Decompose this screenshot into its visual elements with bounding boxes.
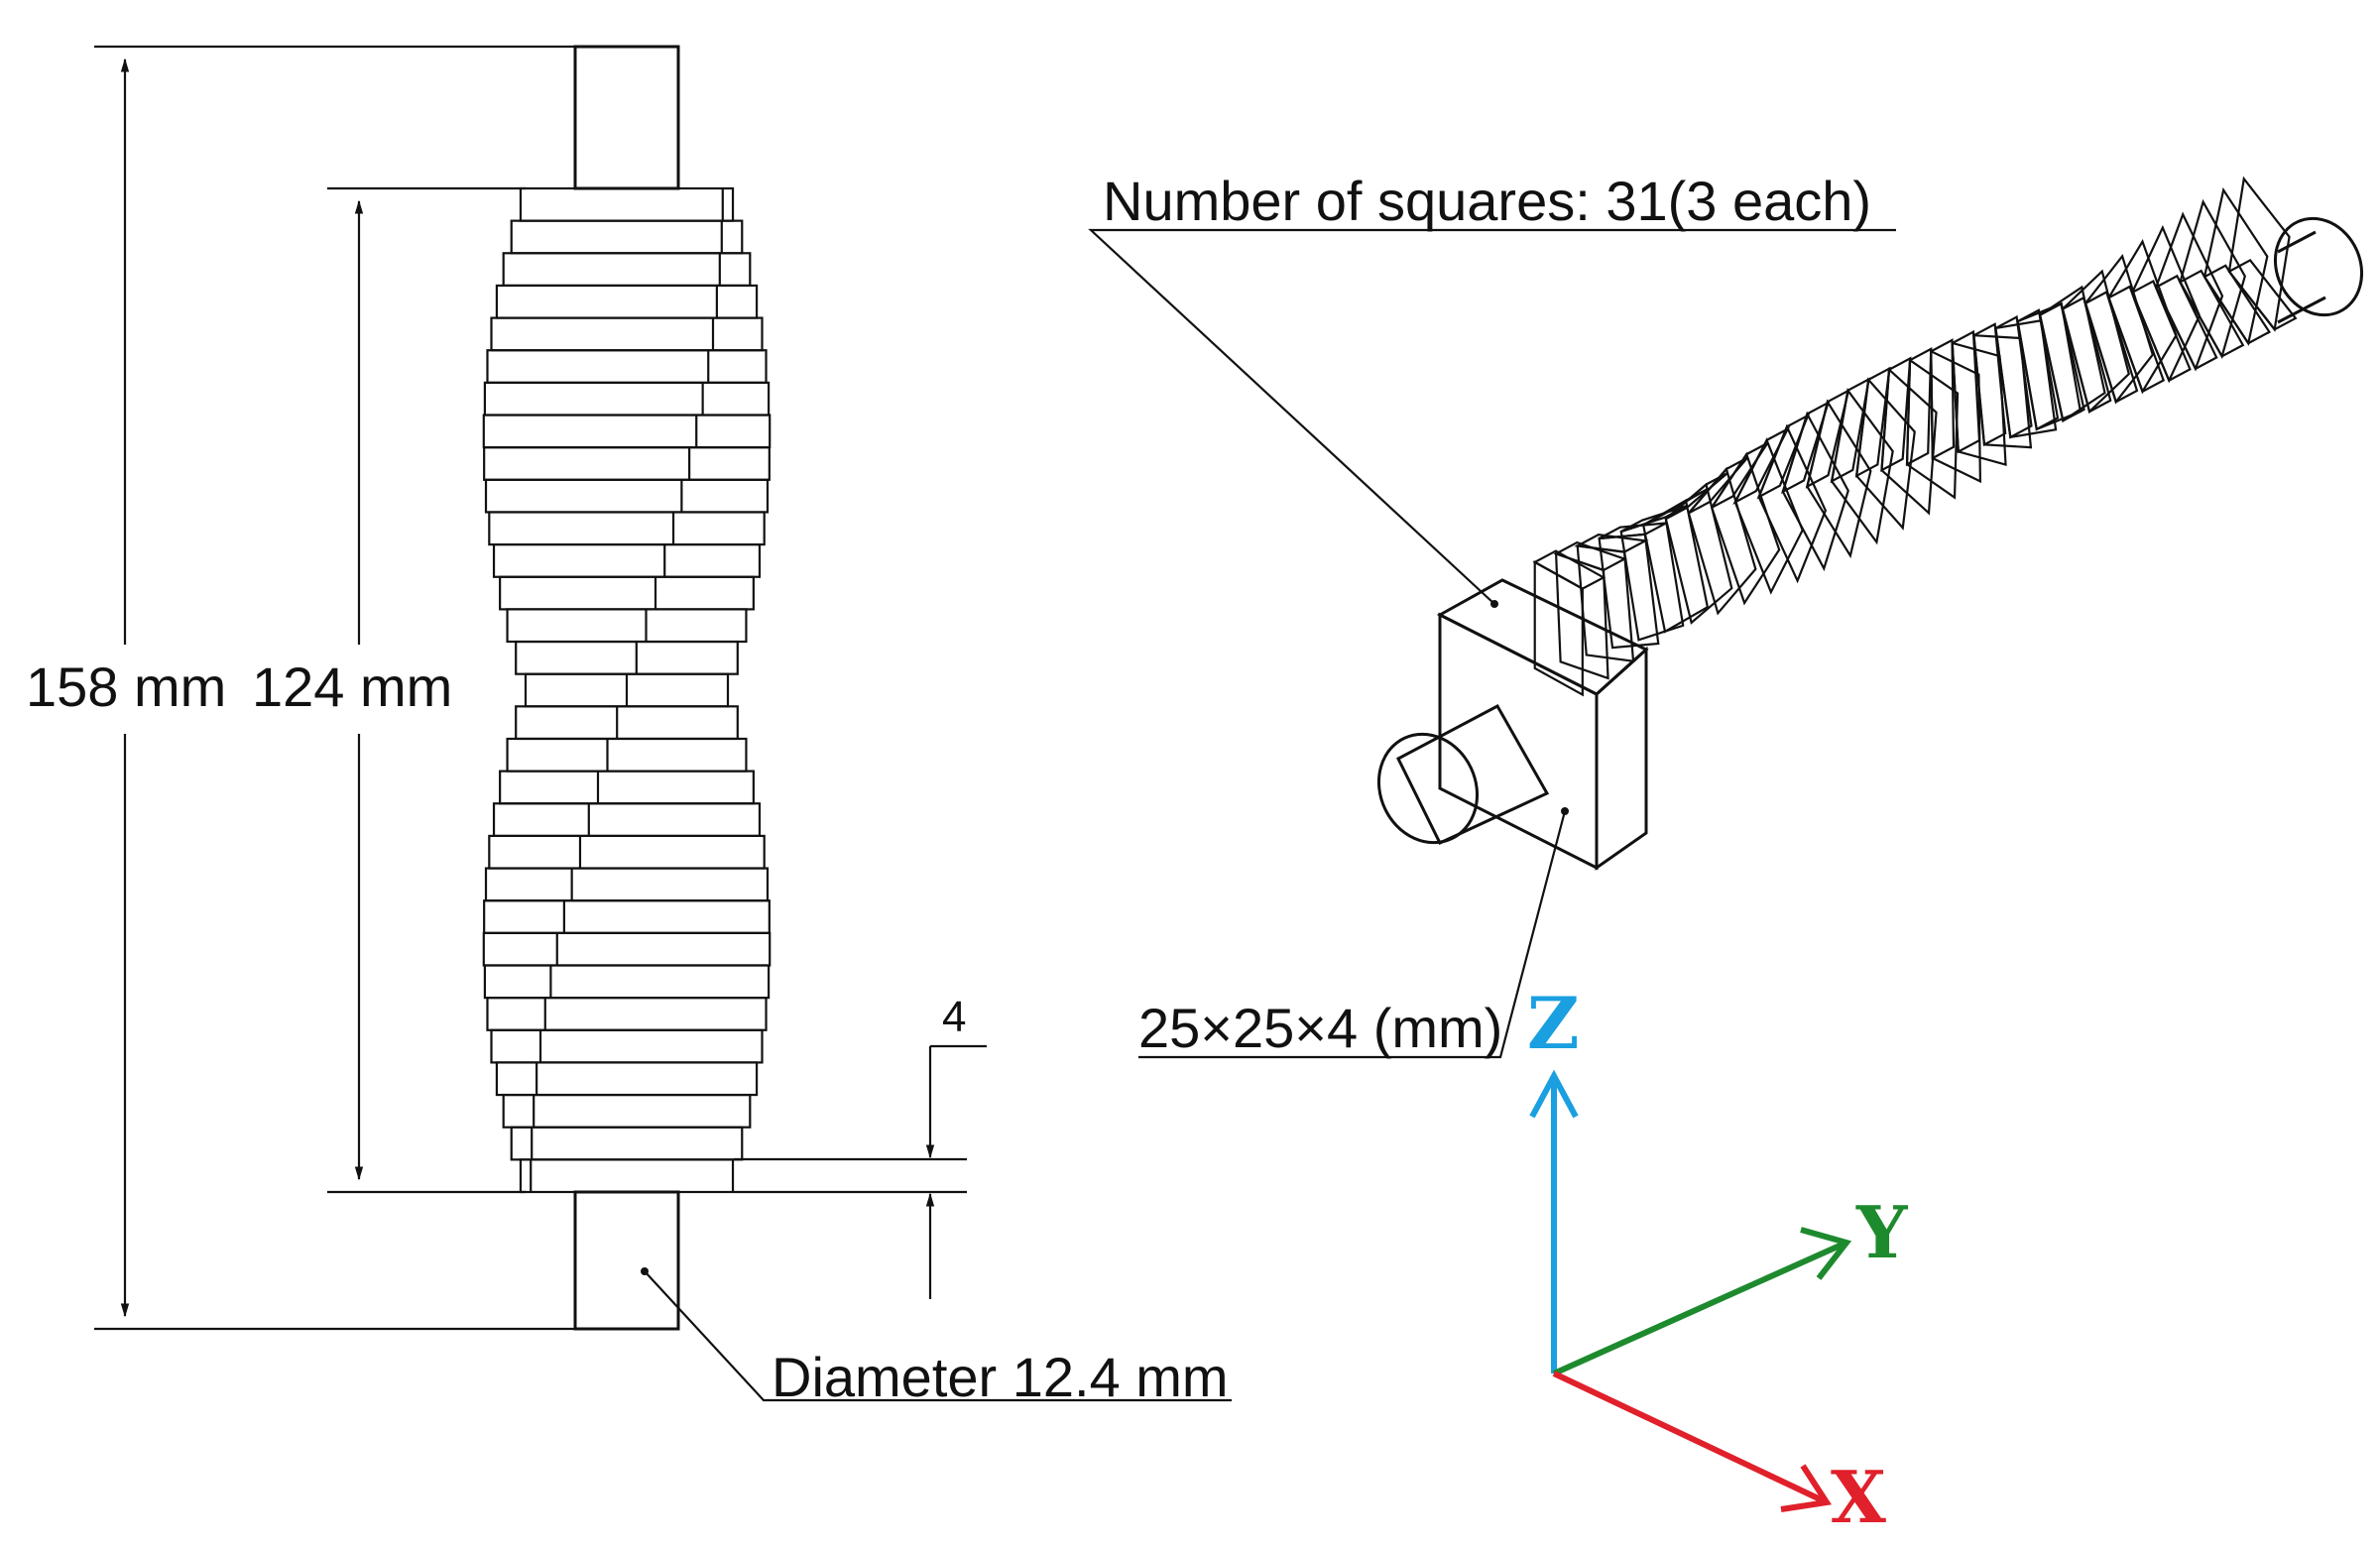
iso-plate-side (1972, 322, 2007, 447)
front-plate (486, 349, 768, 384)
front-plate (506, 737, 748, 773)
iso-plate-side (2178, 269, 2245, 358)
plate-thickness-label: 4 (942, 993, 966, 1041)
front-plate (506, 608, 748, 644)
iso-plate-side (1642, 488, 1708, 527)
iso-plate-side (1930, 338, 1956, 460)
front-plate (515, 705, 739, 741)
front-plate (515, 640, 739, 675)
iso-left-end (1376, 578, 1649, 871)
front-plate (519, 1158, 735, 1194)
iso-left-shaft-end (1376, 732, 1480, 845)
front-plate (483, 964, 771, 1000)
iso-plate-side (1994, 314, 2033, 439)
front-plate (483, 381, 771, 417)
iso-plate-side (1781, 400, 1831, 495)
iso-plate-side (1532, 549, 1606, 590)
front-plate (499, 770, 755, 805)
iso-plate-side (1732, 425, 1791, 505)
front-plate (510, 1126, 744, 1161)
y-axis-arrow: Y (1552, 1190, 1909, 1376)
plate-size-label: 25×25×4 (mm) (1138, 997, 1502, 1059)
plate-size-callout: 25×25×4 (mm) (1138, 807, 1569, 1059)
iso-plate-side (2083, 290, 2139, 404)
iso-plate-side (1756, 413, 1811, 500)
iso-plate-side (1574, 533, 1649, 553)
plate-stack (482, 186, 772, 1194)
bottom-shaft (573, 1190, 680, 1331)
iso-plate-side (2202, 264, 2271, 345)
front-plate (502, 1093, 752, 1129)
iso-plate-side (2154, 274, 2218, 371)
front-plate (482, 931, 772, 967)
front-plate (490, 316, 764, 352)
overall-length-label: 158 mm (26, 656, 226, 718)
axes-triad: Z Y X (1527, 981, 1909, 1539)
iso-plate-side (1830, 377, 1871, 484)
front-plate (502, 252, 752, 288)
iso-plate (2227, 176, 2291, 332)
shaft-diameter-label: Diameter 12.4 mm (772, 1346, 1229, 1408)
isometric-view: Number of squares: 31(3 each) 25×25×4 (m… (1088, 170, 2364, 1059)
front-plate (488, 511, 766, 546)
front-plate (492, 542, 762, 578)
iso-plate-side (2227, 259, 2298, 331)
front-plate (484, 478, 770, 514)
top-shaft (573, 45, 680, 190)
iso-plate-side (1880, 356, 1912, 473)
x-axis-label: X (1831, 1455, 1886, 1539)
x-axis-arrow: X (1552, 1371, 1886, 1539)
front-plate (482, 414, 772, 449)
iso-plate-side (2016, 308, 2060, 431)
iso-plate-side (2130, 280, 2192, 383)
front-plate (483, 446, 771, 481)
iso-plate-stack (1532, 176, 2298, 697)
plate-thickness-dimension: 4 (734, 993, 987, 1299)
iso-plate-side (1805, 388, 1850, 489)
front-plate (499, 575, 755, 611)
iso-plate-side (1711, 441, 1769, 509)
front-plate (486, 997, 768, 1031)
overall-length-dimension: 158 mm (26, 45, 575, 1331)
plate-count-label: Number of squares: 31(3 each) (1103, 170, 1871, 232)
stack-length-dimension: 124 mm (252, 186, 526, 1194)
front-plate (488, 834, 766, 870)
front-plate (490, 1028, 764, 1064)
plate-count-callout: Number of squares: 31(3 each) (1088, 170, 1896, 608)
iso-plate-side (1905, 347, 1933, 467)
front-plate (492, 802, 762, 838)
shaft-diameter-callout: Diameter 12.4 mm (641, 1267, 1232, 1408)
iso-plate-side (2107, 285, 2166, 394)
y-axis-label: Y (1855, 1190, 1909, 1274)
front-plate (483, 899, 771, 934)
z-axis-label: Z (1527, 981, 1580, 1065)
front-plate (519, 186, 735, 222)
front-view: 158 mm 124 mm 4 Diameter 12.4 mm (26, 45, 1232, 1408)
iso-plate-side (1854, 366, 1891, 478)
z-axis-arrow: Z (1527, 981, 1580, 1373)
iso-right-shaft (2273, 216, 2364, 324)
stack-length-label: 124 mm (252, 656, 452, 718)
front-plate (510, 219, 744, 255)
front-plate (484, 867, 770, 902)
iso-plate-side (2061, 296, 2112, 414)
